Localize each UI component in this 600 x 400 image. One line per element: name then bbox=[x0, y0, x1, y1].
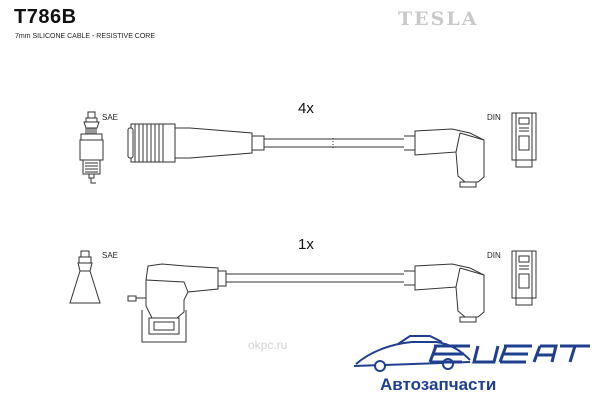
row1-right-label: DIN bbox=[487, 113, 501, 122]
cable-spec: 7mm SILICONE CABLE - RESISTIVE CORE bbox=[15, 33, 156, 40]
spark-plug-icon bbox=[79, 111, 104, 184]
row1-left-label: SAE bbox=[102, 113, 119, 122]
row2-quantity: 1x bbox=[298, 236, 314, 253]
row1-quantity: 4x bbox=[298, 100, 314, 117]
din-terminal-icon bbox=[511, 112, 537, 168]
angled-boot-right-icon bbox=[404, 263, 485, 323]
plug-cap-icon bbox=[69, 250, 101, 304]
dealer-logo-lettering bbox=[428, 344, 590, 364]
straight-boot-icon bbox=[127, 123, 265, 163]
din-terminal-icon-row2 bbox=[511, 250, 537, 306]
cable-line-row1 bbox=[264, 138, 404, 148]
part-number: T786B bbox=[14, 6, 77, 28]
row2-left-label: SAE bbox=[102, 251, 119, 260]
angled-boot-left-icon bbox=[127, 263, 227, 343]
watermark-text: okpc.ru bbox=[248, 338, 288, 352]
brand-logo: TESLA bbox=[398, 8, 479, 30]
cable-line-row2 bbox=[226, 273, 404, 283]
dealer-caption: Автозапчасти bbox=[380, 375, 497, 394]
row2-right-label: DIN bbox=[487, 251, 501, 260]
angled-boot-icon bbox=[404, 128, 485, 188]
